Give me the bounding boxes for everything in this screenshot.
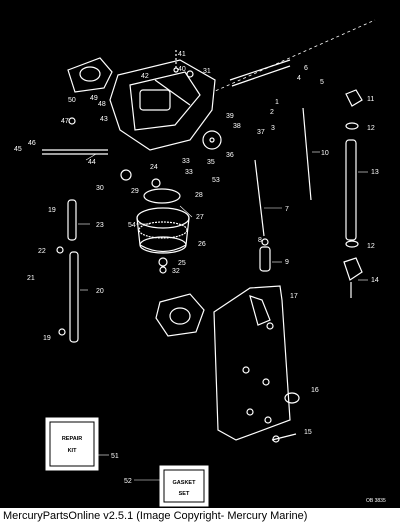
fastener-47 [68, 117, 76, 125]
fastener-19b [58, 328, 66, 336]
throttle-disc [202, 130, 222, 150]
callout-22: 22 [38, 248, 46, 255]
callout-12a: 12 [367, 125, 375, 132]
callout-2: 2 [270, 109, 274, 116]
bracket-23 [67, 199, 77, 241]
callout-31: 31 [203, 68, 211, 75]
callout-46: 46 [28, 140, 36, 147]
screw-15 [271, 433, 297, 441]
callout-labels: 1 2 3 4 5 6 7 8 9 10 11 12 12 13 14 15 1… [14, 51, 379, 485]
callout-21: 21 [27, 275, 35, 282]
callout-20: 20 [96, 288, 104, 295]
fastener-29 [151, 178, 161, 188]
knob-16 [284, 392, 300, 404]
callout-52: 52 [124, 478, 132, 485]
rod-10 [302, 107, 312, 201]
callout-33a: 33 [182, 158, 190, 165]
fitting-11 [345, 89, 363, 107]
clamp-12-bottom [345, 240, 359, 248]
callout-25: 25 [178, 260, 186, 267]
float [143, 188, 181, 204]
callout-48: 48 [98, 101, 106, 108]
callout-9: 9 [285, 259, 289, 266]
callout-15: 15 [304, 429, 312, 436]
exploded-parts-diagram: REPAIR KIT GASKET SET 1 2 3 4 5 6 7 8 9 … [14, 19, 386, 507]
callout-50: 50 [68, 97, 76, 104]
callout-1: 1 [275, 99, 279, 106]
callout-40: 40 [178, 66, 186, 73]
gasket-18 [155, 293, 205, 337]
callout-11: 11 [367, 96, 374, 103]
bowl-gasket [138, 221, 188, 239]
callout-19a: 19 [48, 207, 56, 214]
callout-27: 27 [196, 214, 204, 221]
fastener-32 [159, 266, 167, 274]
callout-24: 24 [150, 164, 158, 171]
guide-line [149, 19, 376, 121]
choke-shaft [229, 59, 291, 81]
callout-29: 29 [131, 188, 139, 195]
callout-39: 39 [226, 113, 234, 120]
callout-36: 36 [226, 152, 234, 159]
fastener-30 [120, 169, 132, 181]
callout-49: 49 [90, 95, 98, 102]
callout-4: 4 [297, 75, 301, 82]
primer-9 [259, 246, 271, 272]
callout-38: 38 [233, 123, 241, 130]
fastener-8 [261, 238, 269, 246]
cover-17 [213, 285, 291, 441]
flange-gasket [67, 57, 113, 93]
gasket-set-label-2: SET [179, 491, 190, 497]
callout-44: 44 [88, 159, 96, 166]
callout-19b: 19 [43, 335, 51, 342]
callout-35: 35 [207, 159, 215, 166]
callout-30: 30 [96, 185, 104, 192]
callout-32: 32 [172, 268, 180, 275]
callout-41: 41 [178, 51, 186, 58]
callout-45: 45 [14, 146, 22, 153]
callout-10: 10 [321, 150, 329, 157]
callout-51: 51 [111, 453, 119, 460]
fastener-31 [186, 70, 194, 78]
tube-13 [345, 139, 357, 241]
callout-33b: 33 [185, 169, 193, 176]
callout-5: 5 [320, 79, 324, 86]
callout-42: 42 [141, 73, 149, 80]
repair-kit-label-2: KIT [68, 448, 78, 454]
callout-7: 7 [285, 206, 289, 213]
clamp-12-top [345, 122, 359, 130]
callout-26: 26 [198, 241, 206, 248]
callout-37: 37 [257, 129, 265, 136]
copyright-footer: MercuryPartsOnline v2.5.1 (Image Copyrig… [0, 508, 400, 525]
callout-3: 3 [271, 125, 275, 132]
rod-7 [254, 159, 265, 237]
callout-28: 28 [195, 192, 203, 199]
callout-8: 8 [258, 237, 262, 244]
callout-23: 23 [96, 222, 104, 229]
link-20 [69, 251, 79, 343]
repair-kit-box: REPAIR KIT [45, 417, 99, 471]
callout-54: 54 [128, 222, 136, 229]
gasket-set-label-1: GASKET [173, 480, 197, 486]
callout-6: 6 [304, 65, 308, 72]
callout-53: 53 [212, 177, 220, 184]
repair-kit-label-1: REPAIR [62, 436, 82, 442]
gasket-set-box: GASKET SET [159, 465, 209, 507]
callout-43: 43 [100, 116, 108, 123]
drawing-code: OB 3835 [366, 498, 386, 504]
fastener-22 [56, 246, 64, 254]
carburetor-body [109, 59, 216, 151]
fastener-25 [158, 257, 168, 267]
fitting-14 [343, 257, 363, 281]
callout-14: 14 [371, 277, 379, 284]
callout-13: 13 [371, 169, 379, 176]
callout-16: 16 [311, 387, 319, 394]
callout-47: 47 [61, 118, 69, 125]
callout-12b: 12 [367, 243, 375, 250]
callout-17: 17 [290, 293, 298, 300]
